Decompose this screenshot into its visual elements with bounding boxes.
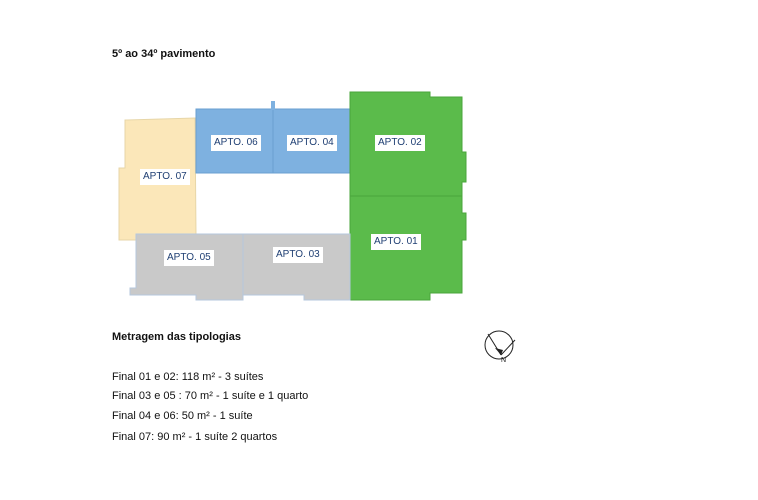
floor-plan (118, 91, 467, 301)
unit-label-apto-02: APTO. 02 (375, 135, 425, 151)
unit-label-apto-06: APTO. 06 (211, 135, 261, 151)
unit-label-apto-05: APTO. 05 (164, 250, 214, 266)
typologies-title: Metragem das tipologias (112, 331, 241, 343)
typology-item: Final 01 e 02: 118 m² - 3 suítes (112, 371, 264, 383)
north-arrow-icon: N (481, 328, 521, 368)
floor-title: 5º ao 34º pavimento (112, 48, 216, 60)
typology-item: Final 07: 90 m² - 1 suíte 2 quartos (112, 431, 278, 443)
unit-apto-03-shape (242, 233, 351, 301)
typology-item: Final 03 e 05 : 70 m² - 1 suíte e 1 quar… (112, 390, 309, 402)
unit-label-apto-01: APTO. 01 (371, 234, 421, 250)
shaft-notch (271, 101, 275, 110)
unit-apto-05-shape (129, 233, 244, 301)
unit-label-apto-03: APTO. 03 (273, 247, 323, 263)
unit-label-apto-07: APTO. 07 (140, 169, 190, 185)
north-label: N (501, 357, 507, 364)
typology-item: Final 04 e 06: 50 m² - 1 suíte (112, 410, 253, 422)
unit-label-apto-04: APTO. 04 (287, 135, 337, 151)
